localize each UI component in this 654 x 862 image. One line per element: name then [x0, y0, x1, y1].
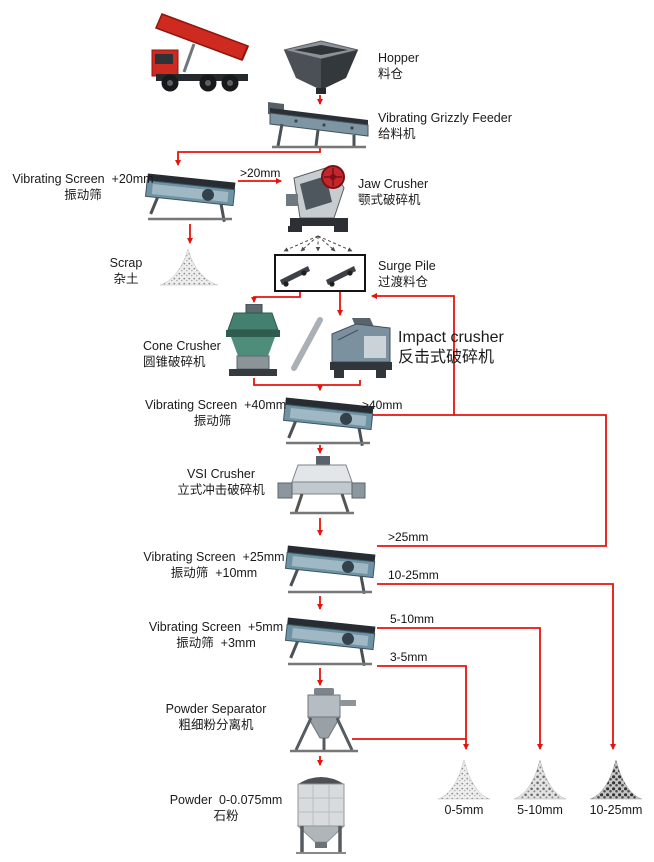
screen-40-label: Vibrating Screen +40mm 振动筛: [145, 397, 287, 429]
surge-pile-image: [274, 254, 366, 292]
hopper-label-zh: 料仓: [378, 67, 404, 81]
scrap-label: Scrap 杂土: [100, 255, 152, 287]
surge-pile-label-zh: 过渡料仓: [378, 275, 429, 289]
impact-crusher-label: Impact crusher 反击式破碎机: [398, 328, 504, 368]
scrap-label-zh: 杂土: [113, 272, 139, 286]
cone-crusher-label: Cone Crusher 圆锥破碎机: [143, 338, 221, 370]
screen-20-label-zh: 振动筛: [64, 188, 102, 202]
product-label-5-10mm: 5-10mm: [517, 803, 563, 817]
vsi-crusher-label: VSI Crusher 立式冲击破碎机: [165, 466, 277, 498]
grizzly-feeder-label: Vibrating Grizzly Feeder 给料机: [378, 110, 512, 142]
screen-5-3-label: Vibrating Screen +5mm 振动筛 +3mm: [142, 619, 290, 651]
screen-5-3-label-en: Vibrating Screen +5mm: [148, 620, 284, 634]
screen-20-label: Vibrating Screen +20mm 振动筛: [8, 171, 158, 203]
scrap-pile-image: [159, 248, 219, 286]
powder-silo-label-zh: 石粉: [213, 809, 239, 823]
product-pile-5-10-image: [513, 759, 567, 800]
powder-silo-label-en: Powder 0-0.075mm: [169, 793, 283, 807]
surge-pile-label: Surge Pile 过渡料仓: [378, 258, 436, 290]
vsi-crusher-label-zh: 立式冲击破碎机: [177, 483, 265, 497]
hopper-label: Hopper 料仓: [378, 50, 419, 82]
hopper-label-en: Hopper: [378, 51, 419, 65]
or-slash: [291, 317, 323, 371]
hopper-image: [283, 40, 359, 94]
jaw-crusher-label: Jaw Crusher 颚式破碎机: [358, 176, 428, 208]
cone-crusher-label-en: Cone Crusher: [143, 339, 221, 353]
vsi-crusher-label-en: VSI Crusher: [186, 467, 256, 481]
impact-crusher-label-en: Impact crusher: [398, 329, 504, 346]
jaw-crusher-image: [286, 165, 348, 232]
product-label-0-5mm: 0-5mm: [444, 803, 484, 817]
stream-label-over-20mm: >20mm: [240, 166, 281, 180]
product-label-10-25mm: 10-25mm: [589, 803, 643, 817]
vsi-crusher-image: [277, 456, 366, 515]
product-pile-10-25-image: [589, 759, 643, 800]
stream-label-3-5mm: 3-5mm: [390, 650, 428, 664]
powder-silo-image: [296, 777, 346, 854]
jaw-crusher-label-zh: 颚式破碎机: [358, 193, 421, 207]
jaw-to-surge-fan-lines: [283, 235, 353, 252]
grizzly-feeder-label-zh: 给料机: [378, 127, 416, 141]
screen-25-10-label-en: Vibrating Screen +25mm: [143, 550, 285, 564]
powder-separator-label: Powder Separator 粗细粉分离机: [148, 701, 284, 733]
screen-40-label-zh: 振动筛: [193, 414, 232, 428]
surge-pile-label-en: Surge Pile: [378, 259, 436, 273]
powder-silo-label: Powder 0-0.075mm 石粉: [156, 792, 296, 824]
powder-separator-image: [290, 688, 358, 753]
impact-crusher-label-zh: 反击式破碎机: [398, 349, 495, 366]
vibrating-screen-40-image: [282, 397, 374, 447]
powder-separator-label-en: Powder Separator: [165, 702, 267, 716]
screen-40-label-en: Vibrating Screen +40mm: [145, 398, 287, 412]
grizzly-feeder-image: [268, 102, 369, 149]
vibrating-screen-20-image: [144, 173, 236, 223]
grizzly-feeder-label-en: Vibrating Grizzly Feeder: [378, 111, 512, 125]
vibrating-screen-25-10-image: [284, 545, 376, 595]
stream-label-over-40mm: >40mm: [362, 398, 403, 412]
product-pile-0-5-image: [437, 759, 491, 800]
vibrating-screen-5-3-image: [284, 617, 376, 667]
screen-5-3-label-zh: 振动筛 +3mm: [176, 636, 256, 650]
stream-label-10-25mm: 10-25mm: [388, 568, 439, 582]
stream-label-5-10mm: 5-10mm: [390, 612, 435, 626]
cone-crusher-image: [226, 304, 280, 376]
cone-crusher-label-zh: 圆锥破碎机: [143, 355, 206, 369]
powder-separator-label-zh: 粗细粉分离机: [178, 718, 254, 732]
stream-label-over-25mm: >25mm: [388, 530, 429, 544]
scrap-label-en: Scrap: [109, 256, 143, 270]
screen-20-label-en: Vibrating Screen +20mm: [12, 172, 154, 186]
screen-25-10-label-zh: 振动筛 +10mm: [170, 566, 258, 580]
jaw-crusher-label-en: Jaw Crusher: [358, 177, 429, 191]
impact-crusher-image: [330, 318, 392, 378]
screen-25-10-label: Vibrating Screen +25mm 振动筛 +10mm: [138, 549, 290, 581]
dump-truck-image: [151, 13, 249, 92]
